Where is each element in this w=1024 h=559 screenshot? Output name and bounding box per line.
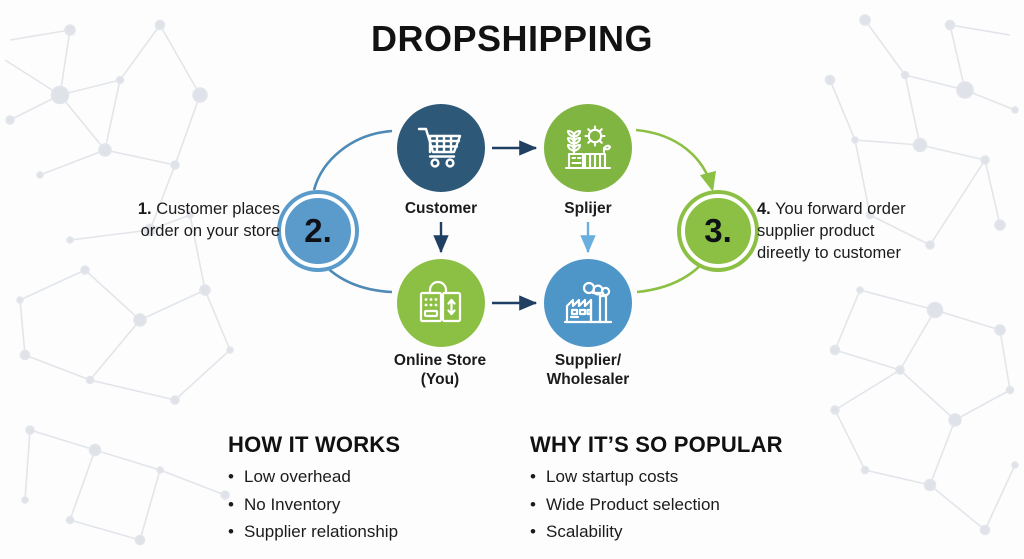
arc-splijer-to-badge3 [635,128,717,192]
node-label-supplier-line1: Supplier/ [554,352,622,369]
shopping-cart-icon [417,127,462,168]
node-label-splijer: Splijer [564,200,612,217]
step-1-number: 1. [137,200,152,218]
why-popular-list: Low startup costs Wide Product selection… [530,465,783,545]
list-item: Low overhead [228,465,400,490]
step-1-text: 1. Customer places order on your store [95,199,280,243]
list-item: Supplier relationship [228,520,400,545]
page-title: DROPSHIPPING [370,18,654,59]
node-label-online-store-line2: (You) [420,370,460,388]
step-1-body: Customer places order on your store [140,200,280,240]
how-it-works-list: Low overhead No Inventory Supplier relat… [228,465,400,545]
step-badge-3-label: 3. [704,212,732,249]
node-label-online-store-line1: Online Store [393,352,487,369]
section-why-popular: WHY IT’S SO POPULAR Low startup costs Wi… [530,432,783,548]
node-label-customer: Customer [404,200,478,217]
step-badge-2-label: 2. [304,212,332,249]
node-online-store[interactable] [397,259,485,347]
node-supplier-wholesaler[interactable] [544,259,632,347]
node-label-online-store: Online Store (You) [340,352,540,390]
step-4-line1: You forward order [775,200,906,218]
step-4-text: 4. You forward order supplier product di… [757,199,957,264]
step-badge-2[interactable]: 2. [281,194,355,268]
section-how-it-works: HOW IT WORKS Low overhead No Inventory S… [228,432,400,548]
storefront-icon [419,280,462,323]
list-item: Scalability [530,520,783,545]
step-4-number: 4. [757,200,771,218]
node-customer[interactable] [397,104,485,192]
node-splijer[interactable] [544,104,632,192]
list-item: Wide Product selection [530,493,783,518]
list-item: No Inventory [228,493,400,518]
step-4-line3: direetly to customer [757,243,901,262]
footer-sections: HOW IT WORKS Low overhead No Inventory S… [0,432,1024,559]
list-item: Low startup costs [530,465,783,490]
step-badge-3[interactable]: 3. [681,194,755,268]
section-how-it-works-heading: HOW IT WORKS [228,432,401,457]
arc-customer-to-badge2 [312,129,393,191]
factory-smoke-icon [563,281,613,324]
step-4-line2: supplier product [757,221,875,240]
node-label-supplier: Supplier/ Wholesaler [488,352,688,390]
section-why-popular-heading: WHY IT’S SO POPULAR [530,432,783,457]
factory-farm-icon [564,125,612,170]
node-label-supplier-line2: Wholesaler [546,370,630,388]
